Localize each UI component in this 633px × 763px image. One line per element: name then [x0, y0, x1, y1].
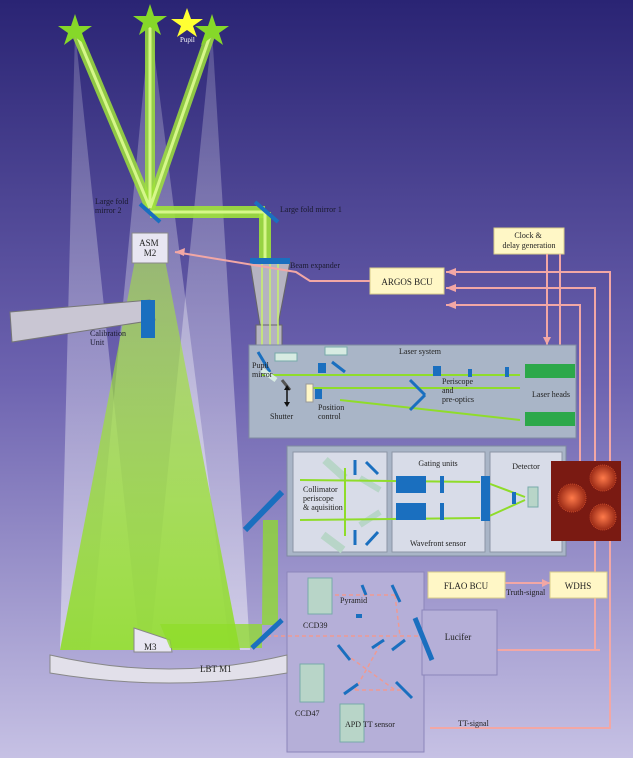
- ccd47-label: CCD47: [295, 709, 319, 718]
- shutter-label: Shutter: [270, 412, 293, 421]
- m3-label: M3: [144, 642, 157, 652]
- beam-expander-lens: [250, 258, 290, 264]
- lbt-m1: [49, 654, 288, 684]
- collimator-label: Collimator periscope & aquisition: [303, 485, 343, 512]
- star-icon-yellow: [171, 8, 203, 37]
- position-control-label: Position control: [318, 403, 346, 421]
- wavefront-sensor-label: Wavefront sensor: [410, 539, 466, 548]
- calibration-unit: [141, 300, 155, 338]
- flao-bcu-box: [427, 571, 506, 599]
- large-fold-mirror-1-label: Large fold mirror 1: [280, 205, 342, 214]
- lucifer-box: [421, 609, 498, 676]
- large-fold-mirror-2-label: Large fold mirror 2: [95, 197, 130, 215]
- periscope-label: Periscope and pre-optics: [442, 377, 475, 404]
- detector-subbox: [489, 451, 563, 553]
- star-icon: [133, 4, 167, 35]
- apd-tt-sensor: [339, 703, 365, 743]
- gating-units-label: Gating units: [418, 459, 457, 468]
- dichroic-mirror: [242, 489, 285, 533]
- gating-subbox: [391, 451, 486, 553]
- ccd39-label: CCD39: [303, 621, 327, 630]
- tt-signal-label: TT-signal: [458, 719, 490, 728]
- signal-lines: [174, 251, 611, 729]
- asm-m2: [131, 232, 169, 264]
- pupil-mirror-label: Pupil mirror: [252, 361, 273, 379]
- wdhs-box: [549, 571, 608, 599]
- main-beam: [60, 260, 240, 650]
- m3: [133, 627, 173, 653]
- star-icon: [195, 14, 229, 45]
- flao-bcu-label: FLAO BCU: [444, 581, 489, 591]
- gating-unit-1: [396, 476, 426, 493]
- laser-system-box: [248, 344, 577, 439]
- wdhs-label: WDHS: [565, 581, 592, 591]
- laser-system-label: Laser system: [399, 347, 442, 356]
- star-icon: [58, 14, 92, 45]
- apd-tt-sensor-label: APD TT sensor: [345, 720, 395, 729]
- large-fold-mirror-2: [138, 202, 162, 224]
- large-fold-mirror-1: [253, 200, 280, 224]
- lbt-m1-label: LBT M1: [200, 664, 232, 674]
- gating-unit-2: [396, 503, 426, 520]
- clock-delay-label: Clock & delay generation: [502, 231, 555, 250]
- ccd39: [307, 577, 333, 615]
- clock-delay-box: [493, 227, 565, 255]
- detector-label: Detector: [512, 462, 540, 471]
- calibration-unit-label: Calibration Unit: [90, 329, 128, 347]
- laser-heads-label: Laser heads: [532, 390, 570, 399]
- double-arrow-icon: [284, 385, 290, 407]
- laser-head-2: [525, 412, 575, 426]
- asm-label: ASM M2: [139, 238, 161, 258]
- truth-signal-label: Truth-signal: [506, 588, 546, 597]
- lucifer-label: Lucifer: [445, 632, 471, 642]
- star-label: Pupil: [180, 36, 195, 44]
- argos-bcu-label: ARGOS BCU: [381, 277, 433, 287]
- laser-rays: [70, 20, 271, 262]
- pyramid-label: Pyramid: [340, 596, 367, 605]
- beam-expander-label: Beam expander: [290, 261, 340, 270]
- laser-head-1: [525, 364, 575, 378]
- ccd47: [299, 663, 325, 703]
